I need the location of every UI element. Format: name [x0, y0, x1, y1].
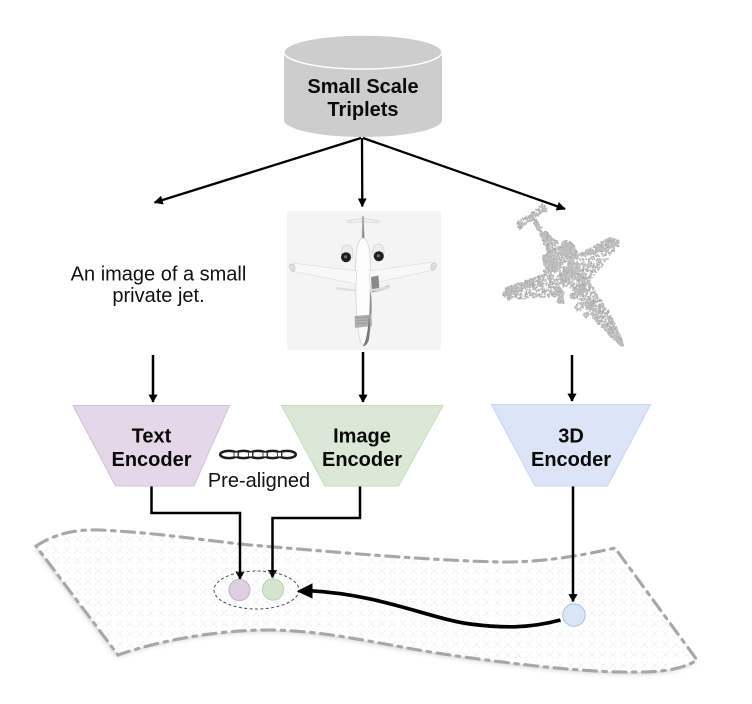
- svg-text:3D: 3D: [558, 426, 584, 448]
- svg-text:Image: Image: [333, 426, 391, 448]
- svg-text:Encoder: Encoder: [531, 449, 611, 471]
- svg-text:Encoder: Encoder: [322, 449, 402, 471]
- svg-text:private jet.: private jet.: [112, 285, 204, 307]
- svg-text:Encoder: Encoder: [111, 449, 191, 471]
- svg-text:Text: Text: [132, 426, 172, 448]
- svg-text:Pre-aligned: Pre-aligned: [208, 470, 310, 492]
- svg-text:An image of a small: An image of a small: [71, 263, 247, 285]
- svg-text:Small Scale: Small Scale: [307, 76, 418, 98]
- svg-text:Triplets: Triplets: [327, 99, 398, 121]
